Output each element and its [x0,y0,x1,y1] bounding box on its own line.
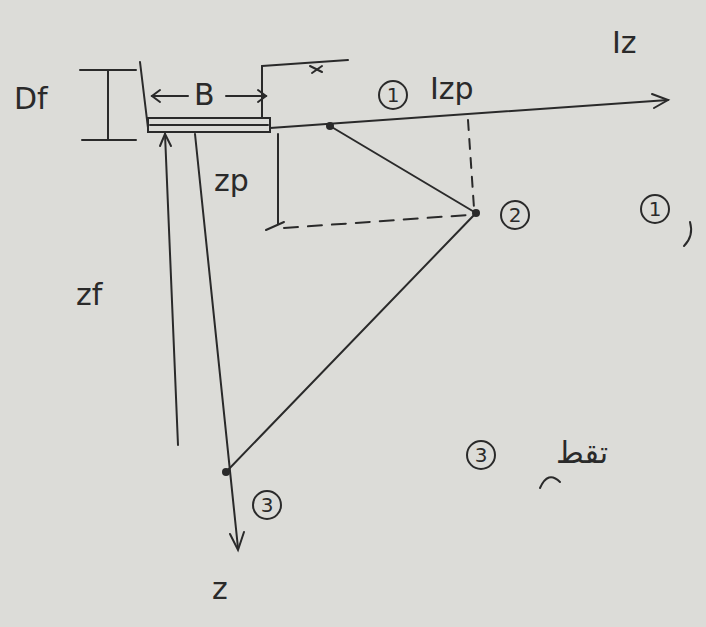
width-label: B [194,80,215,110]
depth-label: Df [14,84,48,114]
axis-label: z [212,574,228,604]
callout-number: 3 [466,440,496,470]
depth-label: zp [214,166,249,196]
axis-label: Iz [612,28,637,58]
callout-number: 2 [500,200,530,230]
depth-label: zf [76,280,102,310]
callout-number: 1 [378,80,408,110]
callout-number: 1 [640,194,670,224]
note-text: تقط [556,438,608,468]
callout-number: 3 [252,490,282,520]
peak-factor-label: Izp [430,74,474,104]
